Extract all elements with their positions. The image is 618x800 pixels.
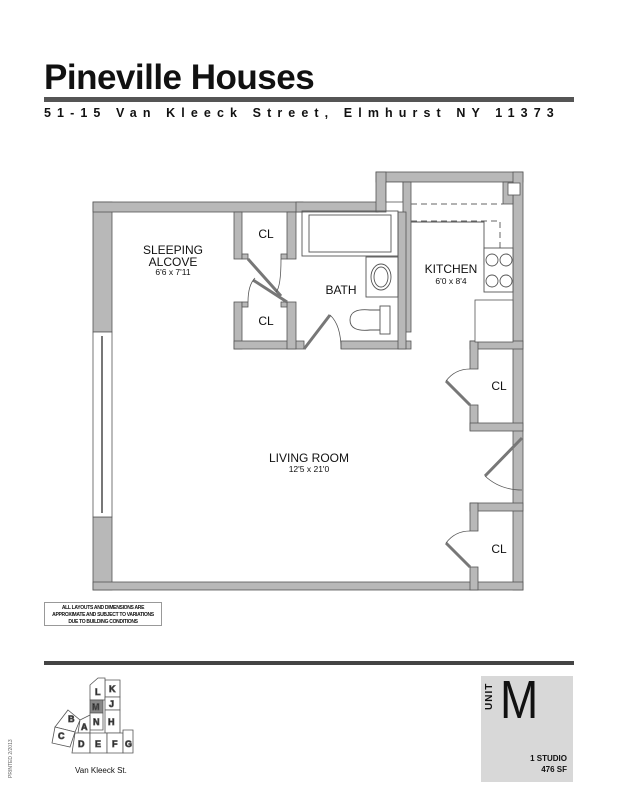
svg-text:K: K: [109, 684, 116, 694]
disclaimer-line: ALL LAYOUTS AND DIMENSIONS ARE: [61, 605, 145, 611]
wall-bottom: [92, 581, 524, 591]
footer-rule: [44, 661, 574, 665]
svg-text:B: B: [68, 714, 75, 724]
unit-word: UNIT: [484, 682, 495, 710]
unit-badge: UNIT M 1 STUDIO 476 SF: [481, 670, 573, 782]
floor-plan: SLEEPING ALCOVE 6'6 x 7'11 BATH KITCHEN …: [92, 171, 524, 591]
room-dims-living: 12'5 x 21'0: [289, 464, 330, 474]
toilet: [349, 305, 391, 335]
window-left: [92, 331, 113, 518]
header-rule: [44, 97, 574, 102]
svg-text:C: C: [58, 731, 65, 741]
room-label-kitchen: KITCHEN: [425, 262, 478, 276]
unit-type: 1 STUDIO: [530, 754, 567, 763]
svg-text:F: F: [112, 739, 118, 749]
upper-cabinet-outline: [411, 203, 503, 262]
building-address: 51-15 Van Kleeck Street, Elmhurst NY 113…: [44, 106, 560, 120]
building-key-map: K L M N J H B A C D E F G: [51, 677, 134, 754]
printed-date: PRINTED 2/2013: [8, 739, 14, 778]
wall-left-upper: [92, 201, 113, 333]
unit-letter: M: [500, 670, 538, 730]
room-label-sleeping: SLEEPING: [143, 243, 203, 257]
room-label-living: LIVING ROOM: [269, 451, 349, 465]
svg-text:A: A: [81, 722, 88, 732]
room-label-bath: BATH: [325, 283, 356, 297]
doors: [246, 258, 524, 569]
room-dims-sleeping: 6'6 x 7'11: [155, 267, 190, 277]
closet-label: CL: [258, 227, 274, 241]
disclaimer-line: DUE TO BUILDING CONDITIONS: [68, 619, 138, 625]
room-dims-kitchen: 6'0 x 8'4: [435, 276, 466, 286]
svg-text:D: D: [78, 739, 85, 749]
wall-right: [512, 171, 524, 591]
closet-label: CL: [491, 542, 507, 556]
svg-text:G: G: [125, 739, 132, 749]
closet-label: CL: [491, 379, 507, 393]
building-title: Pineville Houses: [44, 58, 315, 97]
disclaimer-box: ALL LAYOUTS AND DIMENSIONS ARE APPROXIMA…: [44, 602, 162, 626]
svg-text:L: L: [95, 687, 101, 697]
svg-text:J: J: [109, 699, 114, 709]
room-label-alcove: ALCOVE: [149, 255, 198, 269]
closet-label: CL: [258, 314, 274, 328]
svg-text:N: N: [93, 717, 100, 727]
svg-text:E: E: [95, 739, 101, 749]
bathtub: [301, 210, 399, 257]
svg-text:M: M: [92, 702, 100, 712]
street-label: Van Kleeck St.: [75, 766, 127, 775]
wall-top: [92, 201, 304, 213]
wall-left-lower: [92, 516, 113, 591]
stove: [483, 247, 514, 293]
sink: [365, 256, 399, 298]
svg-text:H: H: [108, 717, 115, 727]
disclaimer-line: APPROXIMATE AND SUBJECT TO VARIATIONS: [52, 612, 154, 618]
unit-area: 476 SF: [541, 765, 567, 774]
wall-top-kitchen: [375, 171, 524, 183]
